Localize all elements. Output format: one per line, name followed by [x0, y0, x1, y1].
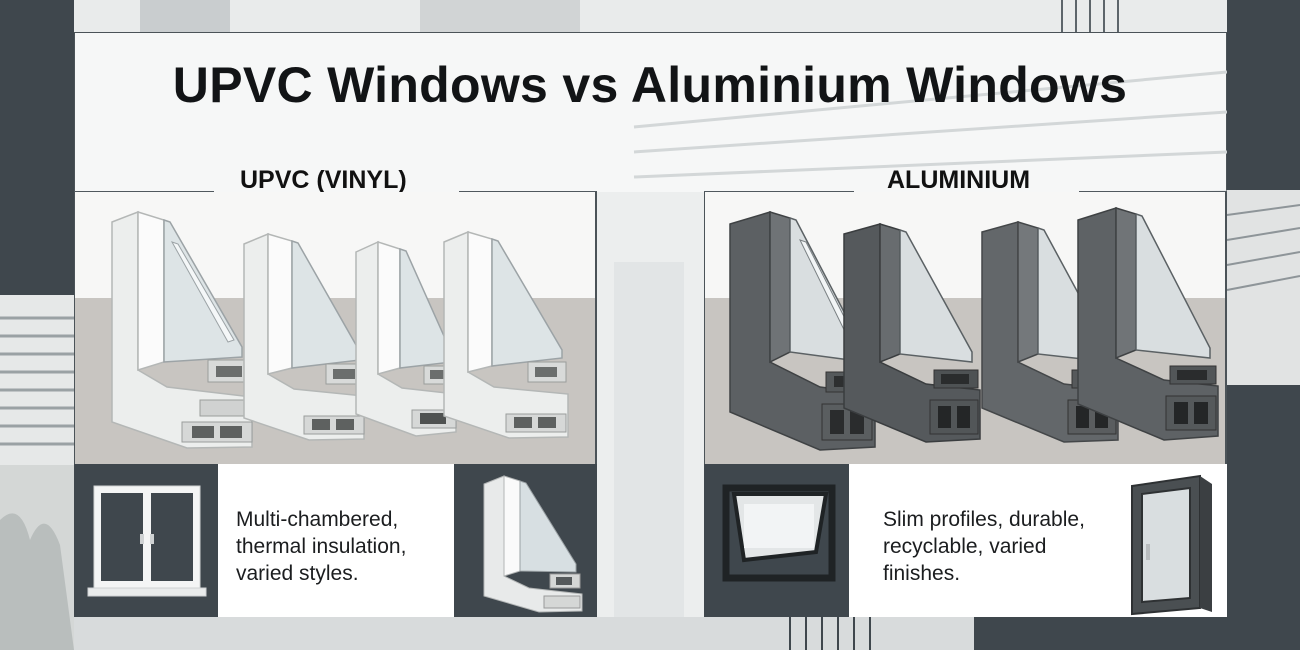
upvc-details-strip	[74, 464, 597, 617]
upvc-description-line: varied styles.	[236, 562, 359, 585]
upvc-profiles-panel	[74, 192, 597, 464]
aluminium-description-line: Slim profiles, durable,	[883, 508, 1085, 531]
awning-window-icon	[722, 484, 836, 582]
double-casement-window-icon	[87, 485, 207, 597]
aluminium-details-strip	[704, 464, 1227, 617]
aluminium-profile-4	[1077, 206, 1219, 441]
upvc-profile-2	[243, 232, 365, 441]
aluminium-profile-2	[843, 222, 981, 443]
upvc-profile-cutaway-icon	[483, 475, 583, 613]
aluminium-description-line: recyclable, varied	[883, 535, 1047, 558]
aluminium-description: Slim profiles, durable, recyclable, vari…	[883, 506, 1085, 587]
aluminium-heading-label: ALUMINIUM	[887, 166, 1031, 194]
upvc-description-line: thermal insulation,	[236, 535, 407, 558]
upvc-description: Multi-chambered, thermal insulation, var…	[236, 506, 406, 587]
tilt-turn-window-icon	[1131, 474, 1212, 616]
upvc-profile-4	[443, 230, 569, 439]
upvc-profile-1	[111, 210, 253, 449]
aluminium-description-line: finishes.	[883, 562, 961, 585]
aluminium-profiles-panel	[704, 192, 1227, 464]
upvc-heading-label: UPVC (VINYL)	[240, 166, 407, 194]
upvc-description-line: Multi-chambered,	[236, 508, 399, 531]
page-title: UPVC Windows vs Aluminium Windows	[172, 57, 1128, 113]
